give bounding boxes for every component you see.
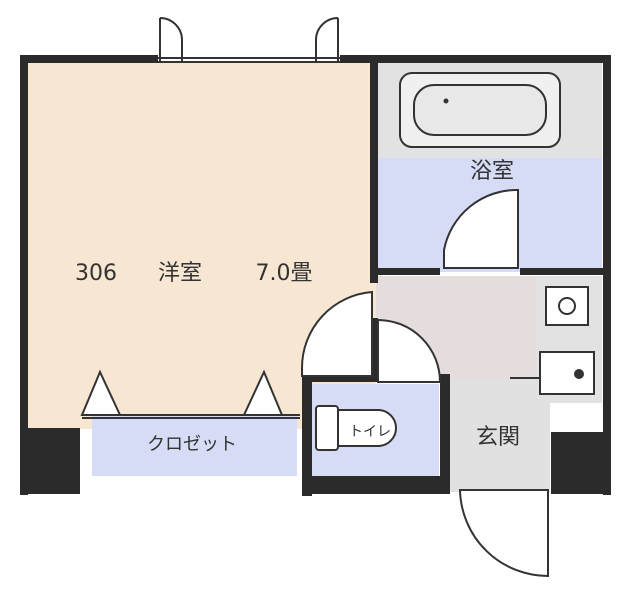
toilet-door [377, 318, 442, 383]
doors [300, 188, 549, 578]
room-door [300, 290, 373, 377]
wall-right-lower [551, 432, 611, 494]
room-labels: 306 洋室 7.0畳 浴室 クロゼット トイレ 玄関 [75, 159, 520, 455]
closet-floor [92, 415, 297, 476]
bathroom-door [443, 188, 519, 269]
main-room-size: 7.0畳 [256, 261, 313, 286]
kitchen-fixtures [510, 286, 595, 395]
wall-bath-lower-left [370, 268, 440, 275]
bathroom-label: 浴室 [470, 159, 514, 184]
sink [539, 351, 595, 395]
main-room-name: 洋室 [158, 261, 202, 286]
toilet-label: トイレ [349, 424, 391, 440]
walls [20, 55, 611, 496]
wall-room-bath-divider [370, 55, 378, 283]
room-number: 306 [75, 261, 117, 286]
wall-bottom-mid [302, 476, 450, 494]
entrance-floor [446, 378, 550, 492]
balcony-window [158, 17, 340, 63]
wall-toilet-left [302, 378, 312, 496]
entrance-label: 玄関 [476, 425, 520, 450]
wall-top-mid [340, 55, 610, 63]
wall-hall-stub [370, 318, 378, 376]
wall-hall-lower [440, 374, 450, 494]
closet-label: クロゼット [147, 434, 237, 455]
toilet-bowl [315, 405, 397, 451]
wall-top-left [20, 55, 158, 63]
stove [545, 286, 589, 326]
wall-left [20, 55, 28, 495]
bathtub [399, 72, 561, 148]
entrance-door [458, 489, 549, 578]
wall-left-lower [20, 428, 80, 494]
wall-bath-lower [520, 268, 610, 275]
closet-doors [80, 369, 300, 419]
wall-toilet-top [302, 374, 382, 382]
